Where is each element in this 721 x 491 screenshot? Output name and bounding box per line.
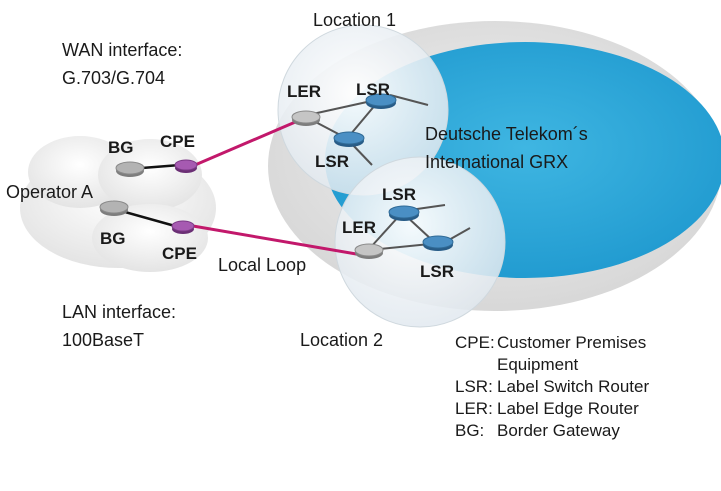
- lan-interface-title: LAN interface:: [62, 302, 177, 322]
- ler-label-top: LER: [287, 82, 321, 101]
- lsr-label-top-left: LSR: [315, 152, 349, 171]
- lan-interface-standard: 100BaseT: [62, 330, 145, 350]
- legend-text: Label Edge Router: [497, 399, 639, 418]
- operator-cloud-bump-b: [98, 139, 202, 211]
- lsr-label-bottom-bottom: LSR: [420, 262, 454, 281]
- mesh-link-1: [307, 99, 377, 116]
- link-cpe-ler-bottom: [192, 224, 363, 257]
- router-icon: [99, 200, 129, 216]
- location1-label: Location 1: [313, 10, 397, 30]
- cpe-label-top: CPE: [160, 132, 195, 151]
- ler-label-bottom: LER: [342, 218, 376, 237]
- mesh-link-6: [369, 214, 401, 249]
- location2-bubble: [334, 156, 506, 328]
- legend-text: Border Gateway: [497, 421, 620, 440]
- link-bg-cpe-top: [141, 163, 181, 170]
- router-icon: [115, 161, 145, 177]
- mesh-link-3: [349, 103, 377, 136]
- legend-abbr: BG:: [455, 421, 485, 440]
- router-icon: [171, 220, 195, 234]
- lsr-label-top-right: LSR: [356, 80, 390, 99]
- link-cpe-ler-top: [194, 118, 301, 167]
- wan-interface-standard: G.703/G.704: [62, 68, 166, 88]
- legend-item: LER: Label Edge Router: [455, 398, 649, 420]
- location2-label: Location 2: [300, 330, 384, 350]
- cpe-label-bottom: CPE: [162, 244, 197, 263]
- bg-label-top: BG: [108, 138, 134, 157]
- legend-abbr: LSR:: [455, 377, 493, 396]
- legend: CPE: Customer Premises Equipment LSR: La…: [455, 332, 649, 442]
- router-icon: [388, 205, 420, 221]
- grx-network-label-line1: Deutsche Telekom´s: [425, 124, 588, 144]
- wan-interface-title: WAN interface:: [62, 40, 183, 60]
- legend-item: CPE: Customer Premises: [455, 332, 649, 354]
- router-icon: [333, 131, 365, 147]
- operator-label: Operator A: [6, 182, 94, 202]
- router-icon: [365, 93, 397, 109]
- router-icon: [174, 159, 198, 173]
- grx-network-label-line2: International GRX: [425, 152, 569, 172]
- legend-text: Customer Premises: [497, 333, 647, 352]
- legend-text: Label Switch Router: [497, 377, 650, 396]
- router-icon: [422, 235, 454, 251]
- lsr-label-bottom-top: LSR: [382, 185, 416, 204]
- mesh-link-4: [389, 94, 429, 106]
- bg-label-bottom: BG: [100, 229, 126, 248]
- legend-text: Equipment: [497, 355, 579, 374]
- link-bg-cpe-bottom: [124, 210, 176, 228]
- legend-item: BG: Border Gateway: [455, 420, 649, 442]
- legend-item: LSR: Label Switch Router: [455, 376, 649, 398]
- router-icon: [354, 243, 384, 259]
- legend-abbr: LER:: [455, 399, 493, 418]
- legend-item-continuation: Equipment: [455, 354, 649, 376]
- router-icon: [291, 110, 321, 126]
- legend-abbr: CPE:: [455, 333, 495, 352]
- local-loop-label: Local Loop: [218, 255, 307, 275]
